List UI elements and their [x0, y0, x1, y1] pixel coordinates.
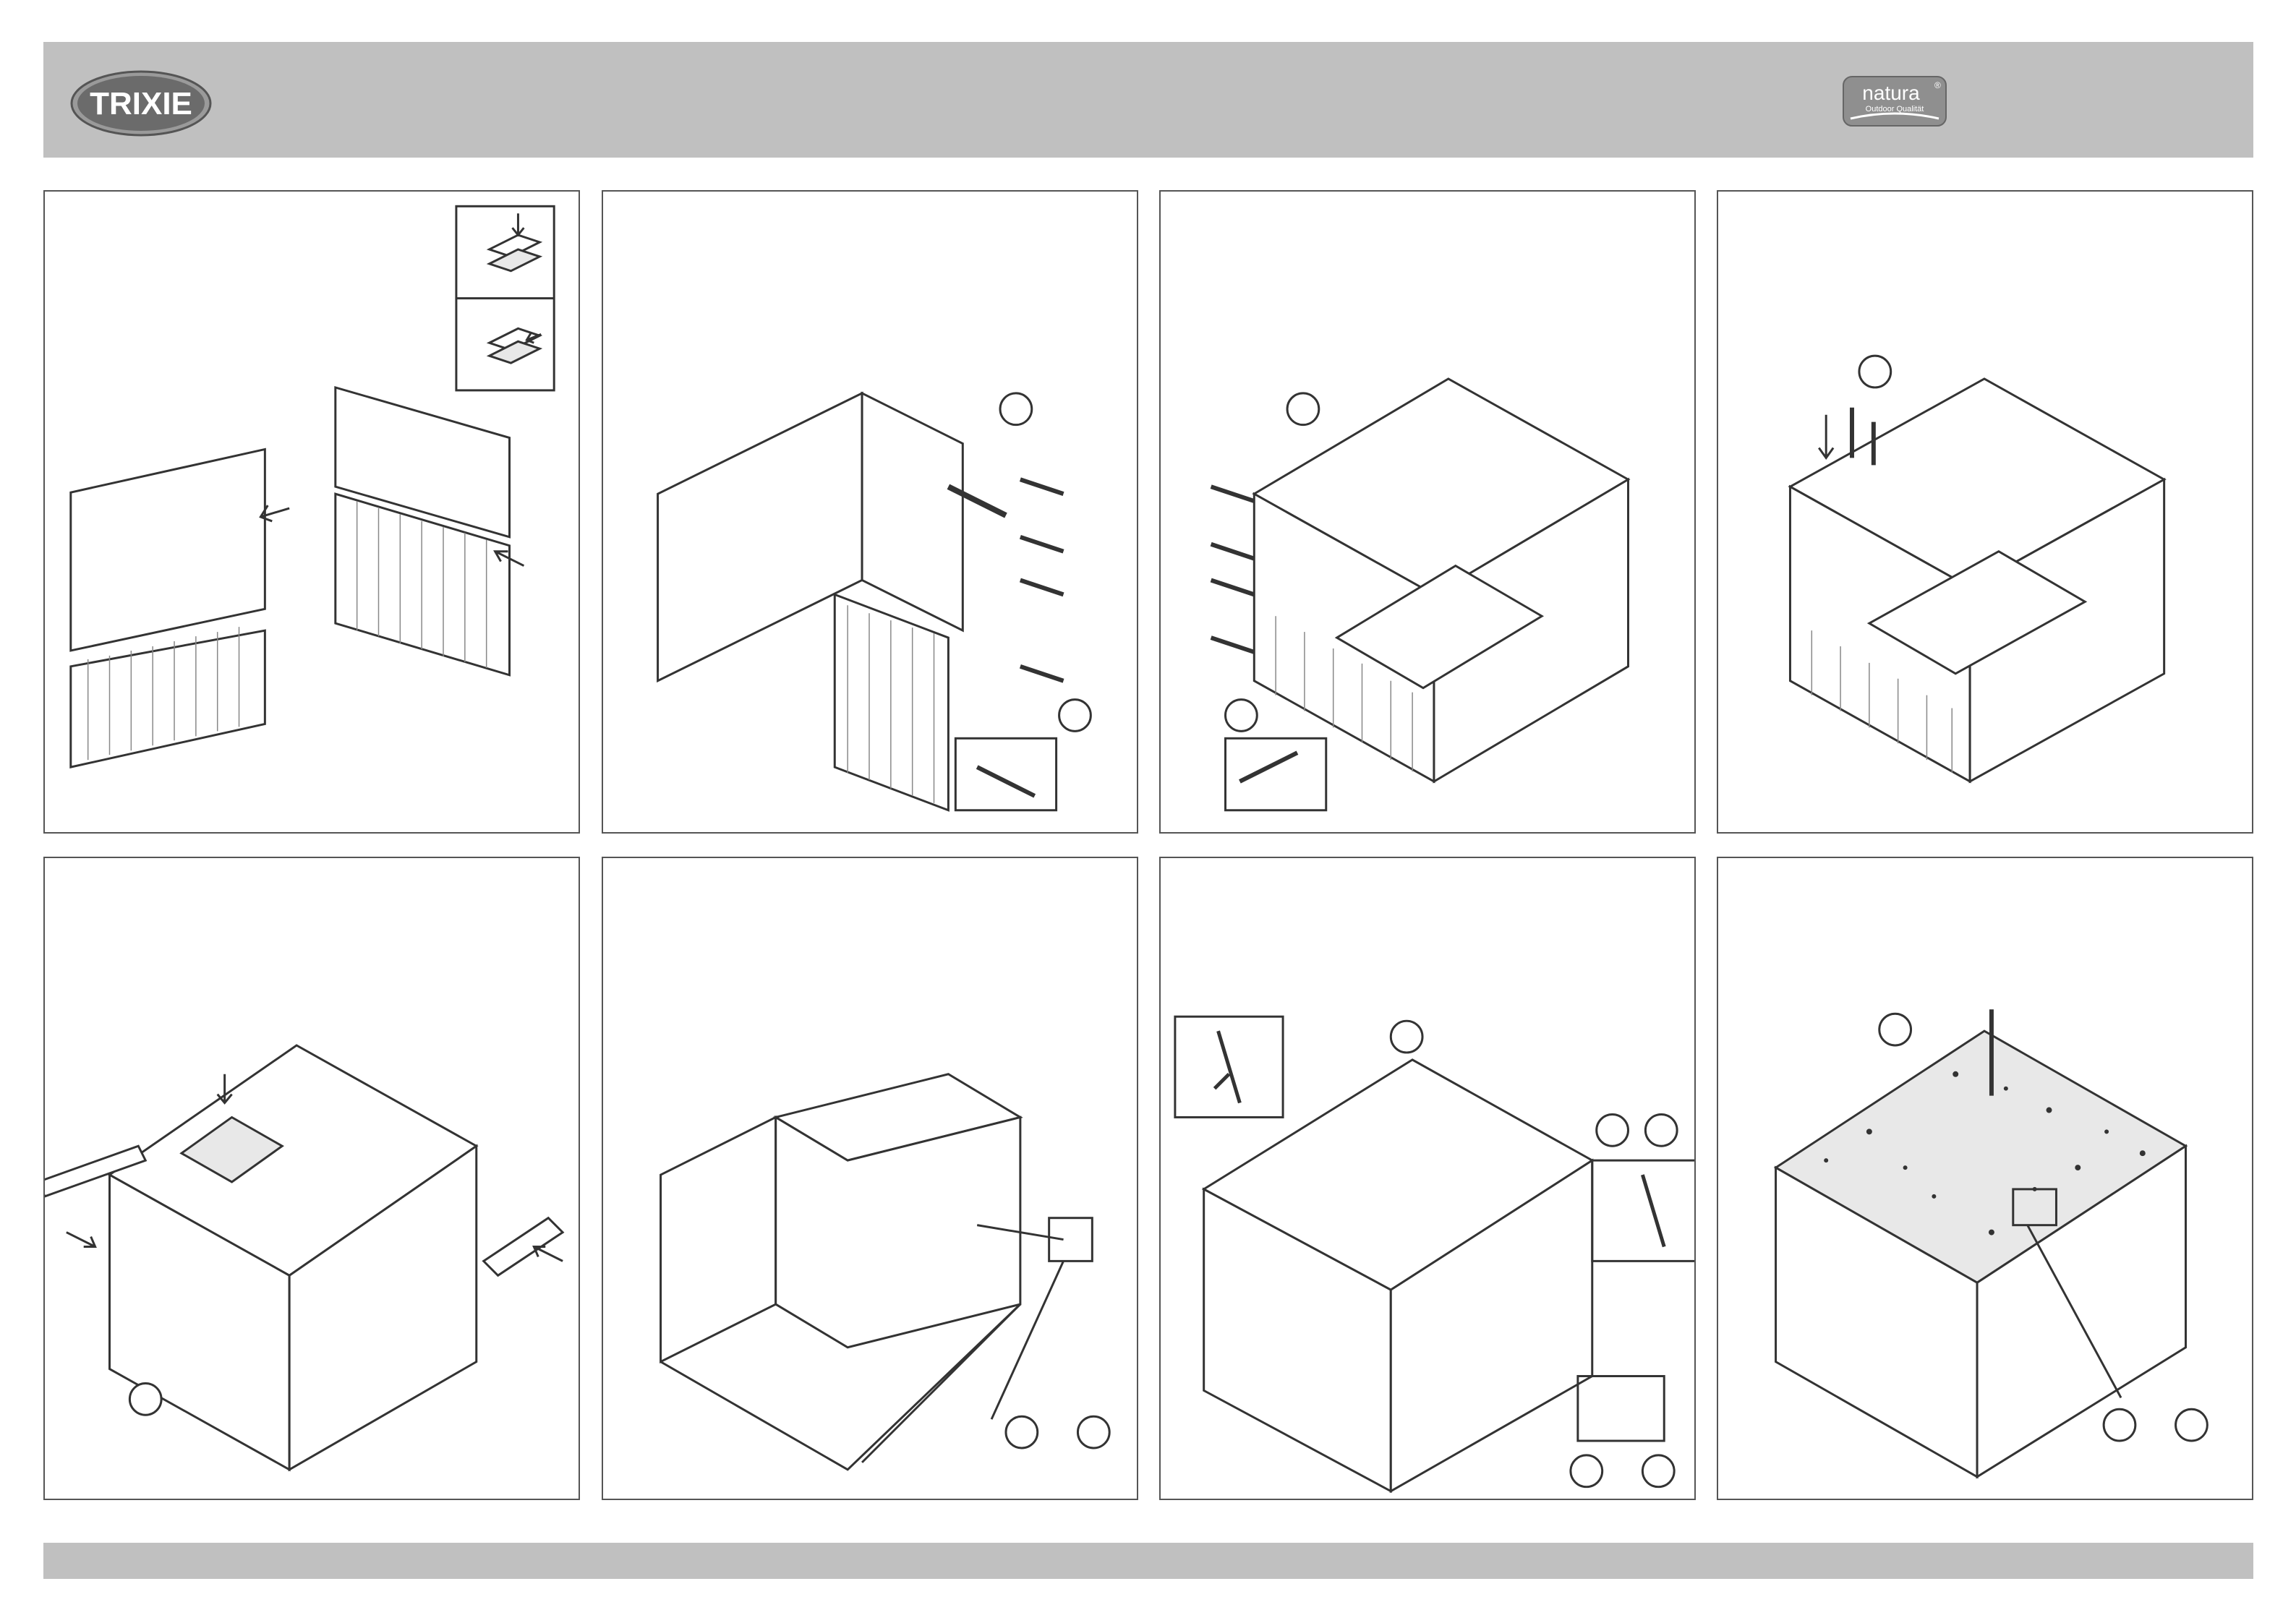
natura-logo: natura ® Outdoor Qualität [1840, 72, 1949, 130]
bottom-latch-inset [1578, 1376, 1664, 1442]
arrow-right-5 [67, 1233, 95, 1247]
callout-circle-p [2176, 1409, 2208, 1441]
corner-bolt-inset [1226, 738, 1326, 810]
step-panel-5 [43, 857, 580, 1500]
callout-circle-d [1226, 700, 1258, 732]
callout-circle-f [129, 1383, 161, 1415]
callout-circle-h [1077, 1416, 1109, 1448]
front-panel-open [835, 594, 948, 810]
left-upper-panel [71, 449, 265, 650]
bolt-detail-inset [955, 738, 1056, 810]
callout-circle-k [1645, 1114, 1677, 1146]
callout-circle-l [1571, 1455, 1602, 1487]
screw-c [1020, 580, 1064, 594]
callout-circle-e [1859, 356, 1891, 387]
screw-4 [1211, 638, 1255, 652]
step-panel-3 [1159, 190, 1696, 834]
step-panel-7 [1159, 857, 1696, 1500]
step-panel-4 [1717, 190, 2253, 834]
natura-tagline: Outdoor Qualität [1866, 105, 1924, 114]
slide-tray-right [484, 1218, 563, 1276]
callout-circle-b [1059, 700, 1091, 732]
callout-circle-g [1006, 1416, 1038, 1448]
callout-circle-o [2104, 1409, 2135, 1441]
step-panel-6 [602, 857, 1138, 1500]
latch-inset [1049, 1218, 1093, 1262]
callout-circle-i [1391, 1021, 1422, 1053]
arrow-down [1819, 415, 1833, 458]
step-panel-1 [43, 190, 580, 834]
wall-6b [776, 1117, 1020, 1347]
screw-1 [1211, 487, 1255, 501]
callout-circle-n [1879, 1014, 1911, 1045]
screw-b [1020, 537, 1064, 552]
wall-6a [661, 1117, 776, 1361]
screw-a [1020, 479, 1064, 494]
natura-registered: ® [1934, 80, 1941, 90]
screw-3 [1211, 580, 1255, 594]
left-lower-panel [71, 630, 265, 767]
callout-circle-j [1597, 1114, 1629, 1146]
arrow-left-5 [534, 1246, 563, 1261]
screw-d [1020, 667, 1064, 681]
callout-circle-m [1642, 1455, 1674, 1487]
footer-bar [43, 1543, 2253, 1579]
trixie-logo-text: TRIXIE [90, 86, 192, 121]
step-panel-8 [1717, 857, 2253, 1500]
trixie-logo: TRIXIE [69, 69, 213, 138]
callout-circle-a [1000, 393, 1032, 425]
callout-circle-c [1287, 393, 1319, 425]
back-wall-right [862, 393, 963, 630]
step-panel-2 [602, 190, 1138, 834]
back-wall-left [658, 393, 862, 681]
screw-2 [1211, 544, 1255, 559]
natura-logo-text: natura [1862, 82, 1920, 104]
